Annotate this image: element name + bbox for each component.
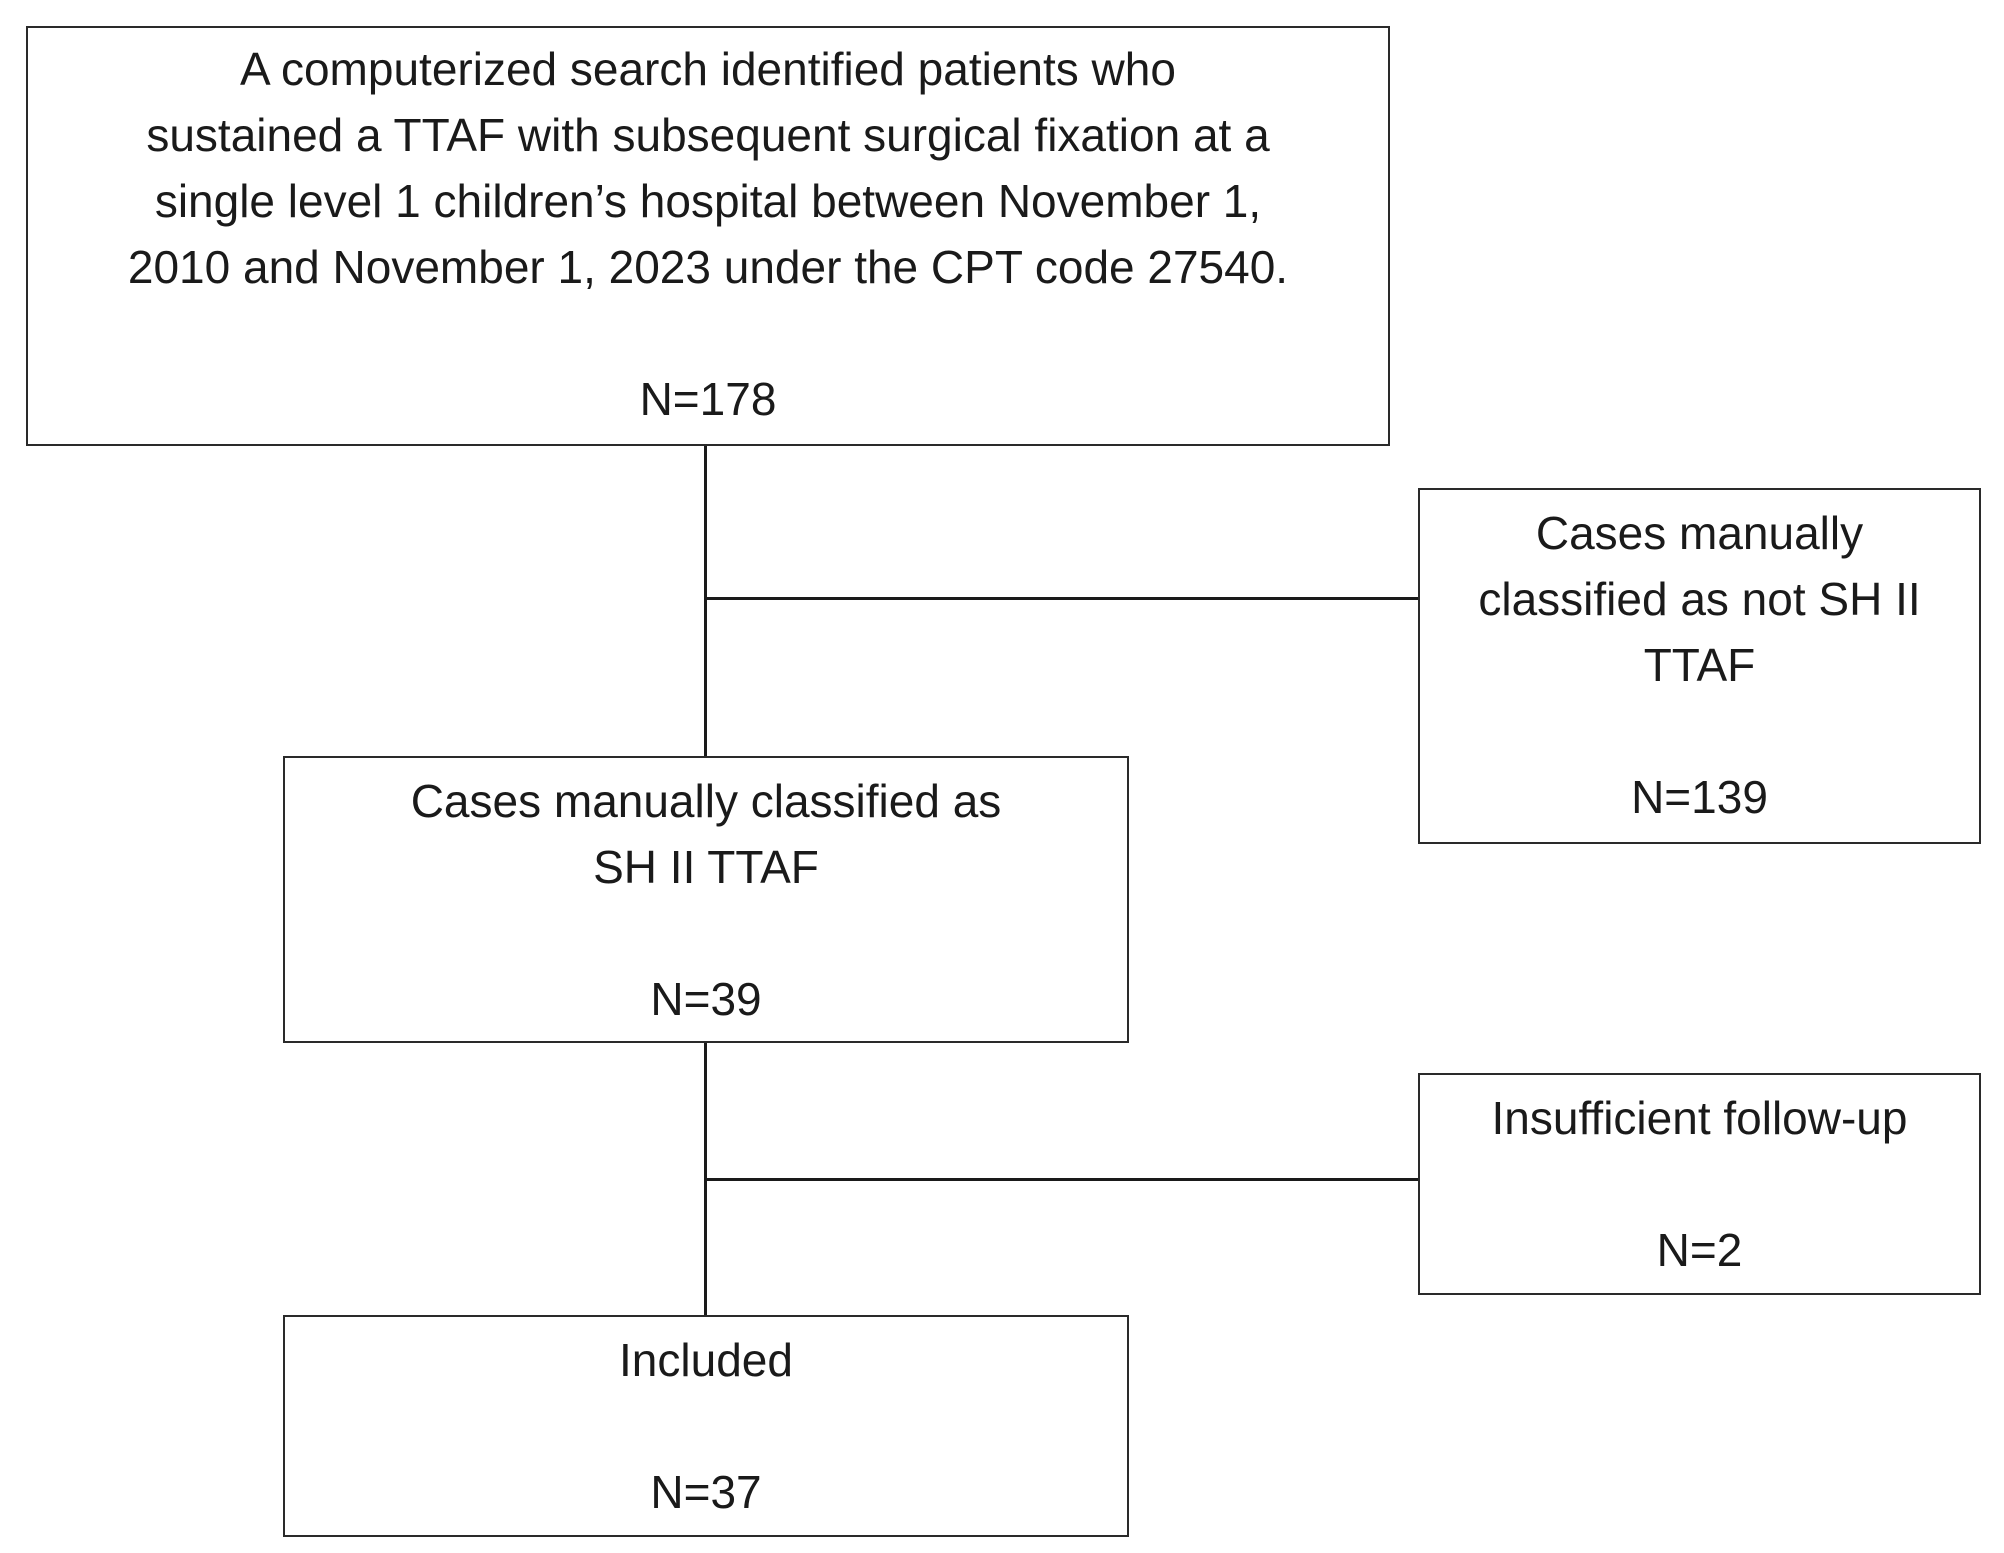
- search-box-count: N=178: [639, 373, 777, 425]
- included-box: Included N=37: [283, 1315, 1129, 1537]
- exclusion-box-not-sh2: Cases manually classified as not SH II T…: [1418, 488, 1981, 844]
- search-box-line: sustained a TTAF with subsequent surgica…: [146, 109, 1270, 161]
- sh2-box-count: N=39: [650, 973, 762, 1025]
- search-box-line: single level 1 children’s hospital betwe…: [154, 175, 1262, 227]
- included-box-count: N=37: [650, 1466, 762, 1518]
- connector-search-to-sh2: [704, 446, 707, 756]
- exclusion-box-follow-up: Insufficient follow-up N=2: [1418, 1073, 1981, 1295]
- exclusion-1-line: Cases manually: [1535, 507, 1864, 559]
- search-box-line: A computerized search identified patient…: [240, 43, 1176, 95]
- exclusion-1-line: TTAF: [1643, 639, 1756, 691]
- exclusion-1-line: classified as not SH II: [1478, 573, 1921, 625]
- sh2-ttaf-box: Cases manually classified as SH II TTAF …: [283, 756, 1129, 1043]
- exclusion-1-count: N=139: [1631, 771, 1768, 823]
- sh2-box-line: Cases manually classified as: [410, 775, 1002, 827]
- search-box-line: 2010 and November 1, 2023 under the CPT …: [127, 241, 1289, 293]
- included-box-line: Included: [619, 1334, 793, 1386]
- sh2-box-line: SH II TTAF: [593, 841, 819, 893]
- connector-to-exclusion-1: [704, 597, 1418, 600]
- exclusion-2-line: Insufficient follow-up: [1491, 1092, 1908, 1144]
- exclusion-2-count: N=2: [1656, 1224, 1743, 1276]
- search-box: A computerized search identified patient…: [26, 26, 1390, 446]
- connector-to-exclusion-2: [704, 1178, 1418, 1181]
